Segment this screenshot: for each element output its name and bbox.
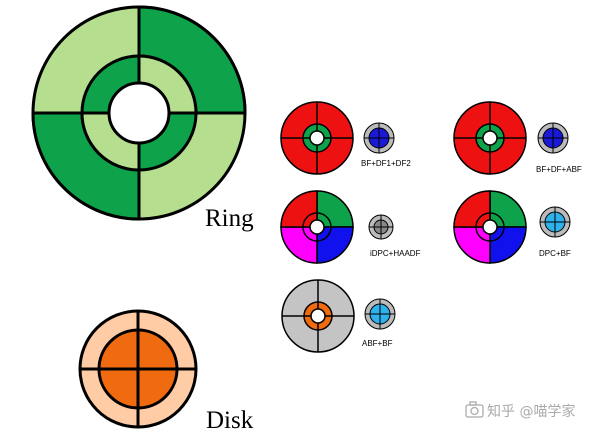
combo3-q-ur <box>316 190 354 228</box>
combo3-q-lr <box>316 226 354 264</box>
combo2-hole <box>482 130 498 146</box>
combo4-q-ll <box>453 226 491 264</box>
detector-combo-abf-bf <box>281 279 355 353</box>
ring-label: Ring <box>205 205 254 232</box>
combo3-label: iDPC+HAADF <box>370 249 421 258</box>
combo1-hole <box>309 130 325 146</box>
combo4-label: DPC+BF <box>539 249 571 258</box>
combo4-hole <box>482 219 498 235</box>
combo1-icon <box>363 122 395 154</box>
watermark: 知乎 @喵学家 <box>465 401 575 420</box>
ring-hole <box>107 81 171 145</box>
combo4-q-ur <box>489 190 527 228</box>
disk-detector <box>78 309 198 429</box>
combo2-label: BF+DF+ABF <box>536 165 582 174</box>
combo4-inner-ring <box>475 212 505 242</box>
combo5-hole <box>310 308 326 324</box>
disk-label: Disk <box>206 407 254 434</box>
combo2-icon <box>537 122 569 154</box>
combo3-icon <box>368 214 394 240</box>
combo4-q-ul <box>453 190 491 228</box>
combo4-icon <box>539 206 571 238</box>
watermark-text: 知乎 @喵学家 <box>487 403 575 420</box>
combo1-label: BF+DF1+DF2 <box>361 159 411 168</box>
camera-icon <box>465 401 484 418</box>
detector-combo-bf-df1-df2 <box>280 101 354 175</box>
combo3-inner-ring <box>302 212 332 242</box>
detector-combo-idpc-haadf <box>280 190 354 264</box>
combo3-hole <box>309 219 325 235</box>
combo3-q-ll <box>280 226 318 264</box>
combo4-q-lr <box>489 226 527 264</box>
combo5-label: ABF+BF <box>362 339 393 348</box>
detector-combo-dpc-bf <box>453 190 527 264</box>
combo5-icon <box>364 298 396 330</box>
combo3-q-ul <box>280 190 318 228</box>
detector-combo-bf-df-abf <box>453 101 527 175</box>
ring-detector <box>31 5 247 221</box>
